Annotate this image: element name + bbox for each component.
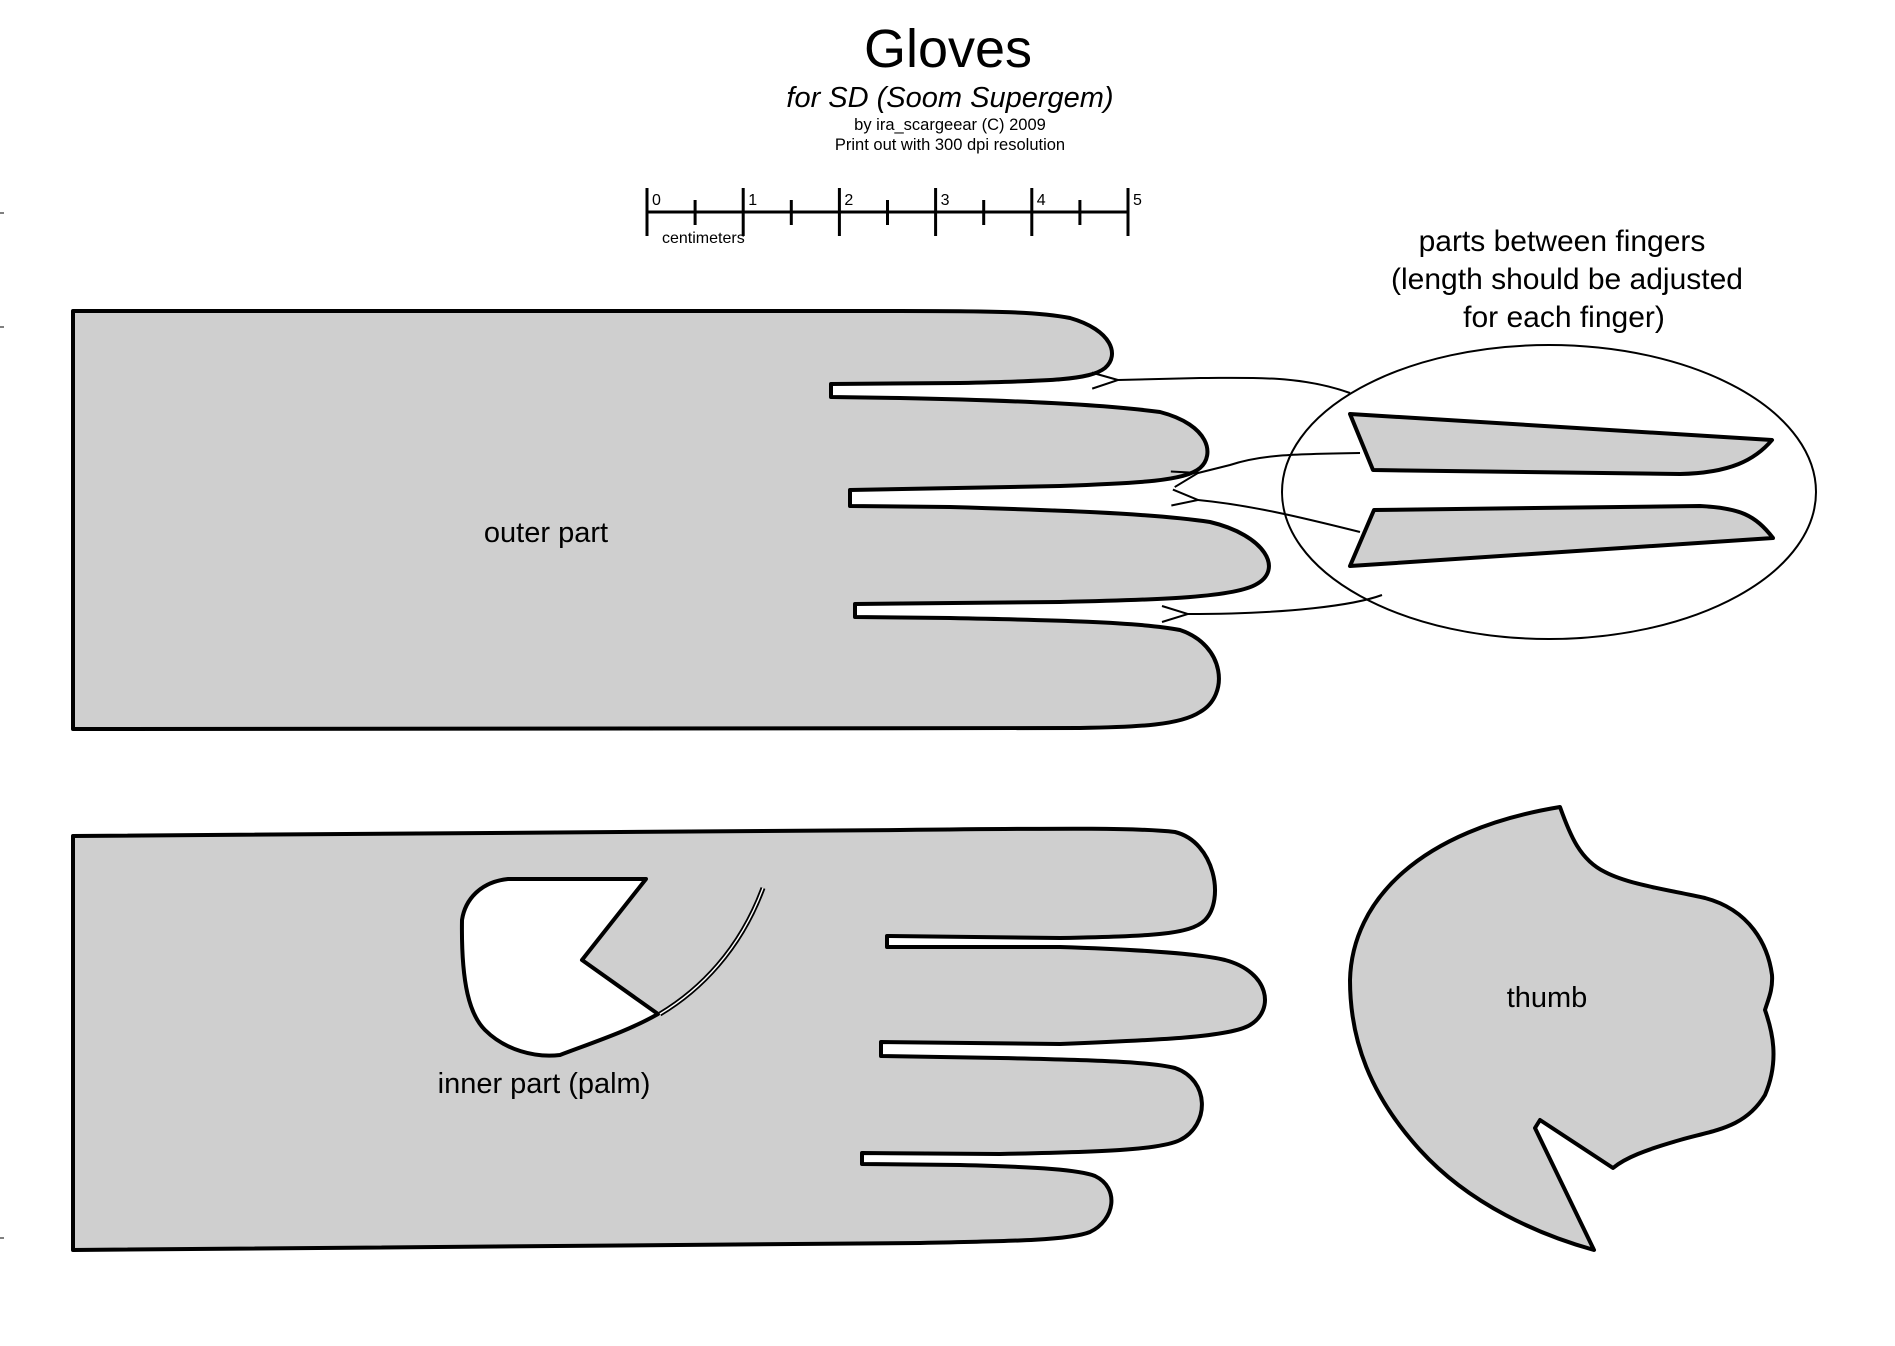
- callout-ellipse: [1281, 344, 1817, 640]
- callout-arrows: [1118, 378, 1383, 614]
- thumb-label: thumb: [1507, 982, 1588, 1014]
- ruler-major-label: 2: [844, 192, 853, 209]
- ruler-major-label: 1: [748, 192, 757, 209]
- ruler-major-label: 3: [941, 192, 950, 209]
- between-finger-piece-bottom: [1348, 504, 1775, 568]
- author-credit: by ira_scargeear (C) 2009: [854, 116, 1046, 134]
- note-line-1: parts between fingers: [1419, 225, 1706, 258]
- thumb-piece: thumb: [1348, 805, 1776, 1252]
- page-subtitle: for SD (Soom Supergem): [786, 82, 1113, 114]
- inner-part-label: inner part (palm): [438, 1068, 651, 1100]
- ruler-unit-label: centimeters: [662, 230, 745, 247]
- inner-part-piece: inner part (palm): [71, 826, 1267, 1252]
- arrow-to-gap-1: [1118, 378, 1351, 394]
- thumb-hole-cutout: [459, 877, 660, 1058]
- arrow-to-gap-2: [1198, 452, 1361, 473]
- centimeter-ruler: 0 1 2 3 4 5 centimeters: [645, 188, 1142, 247]
- print-note: Print out with 300 dpi resolution: [835, 136, 1065, 154]
- ruler-major-label: 5: [1133, 192, 1142, 209]
- inner-part-outline: [71, 826, 1267, 1252]
- ruler-major-label: 0: [652, 192, 661, 209]
- page-title: Gloves: [864, 19, 1032, 79]
- thumb-outline: [1348, 805, 1776, 1252]
- arrow-to-gap-3: [1198, 500, 1361, 533]
- arrow-to-gap-4: [1188, 594, 1383, 614]
- note-line-3: for each finger): [1463, 301, 1665, 334]
- outer-part-outline: [71, 309, 1271, 731]
- outer-part-piece: outer part: [71, 309, 1271, 731]
- between-finger-piece-top: [1348, 412, 1774, 476]
- ruler-major-label: 4: [1037, 192, 1046, 209]
- outer-part-label: outer part: [484, 517, 608, 549]
- between-fingers-note: parts between fingers (length should be …: [1391, 225, 1743, 334]
- note-line-2: (length should be adjusted: [1391, 263, 1743, 296]
- edge-ticks: [0, 212, 4, 1239]
